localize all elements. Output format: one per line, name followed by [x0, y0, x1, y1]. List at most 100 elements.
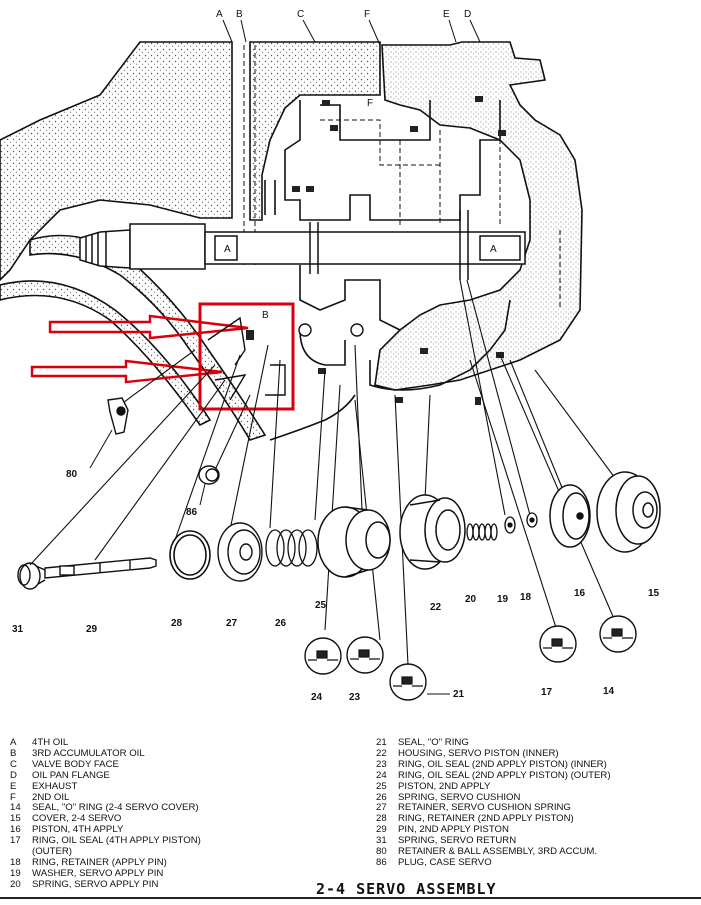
callout-a: A — [216, 9, 223, 20]
legend-entry: (OUTER) — [10, 846, 201, 858]
legend-text: SPRING, SERVO CUSHION — [398, 791, 521, 803]
legend-key: 23 — [376, 758, 387, 770]
legend-key: 31 — [376, 835, 387, 847]
part-26-cushion-spring — [265, 529, 318, 567]
legend-text: 4TH OIL — [32, 737, 69, 748]
legend-entry: 17 RING, OIL SEAL (4TH APPLY PISTON) — [10, 835, 201, 847]
legend-key: 20 — [10, 878, 21, 890]
legend-key: 19 — [10, 867, 21, 879]
legend-text: WASHER, SERVO APPLY PIN — [32, 867, 164, 879]
part-number-15: 15 — [648, 588, 660, 599]
callout-e: E — [443, 9, 450, 20]
part-number-18: 18 — [520, 592, 532, 603]
legend-key: A — [10, 737, 17, 748]
callout-f-passage: F — [367, 98, 373, 109]
highlight-annotation — [30, 302, 295, 411]
legend-text: RING, RETAINER (APPLY PIN) — [32, 856, 167, 868]
legend-text: RING, OIL SEAL (2ND APPLY PISTON) (OUTER… — [398, 769, 611, 781]
legend-key: C — [10, 758, 17, 770]
part-80-retainer-ball — [107, 397, 129, 435]
legend-text: VALVE BODY FACE — [32, 758, 119, 770]
legend-text: SEAL, "O" RING — [398, 737, 469, 748]
servo-bore — [264, 100, 511, 441]
legend-text: SPRING, SERVO RETURN — [398, 835, 517, 847]
title-underline — [0, 897, 701, 899]
legend-entry: B 3RD ACCUMULATOR OIL — [10, 747, 201, 760]
legend-text: COVER, 2-4 SERVO — [32, 813, 122, 825]
part-number-23: 23 — [349, 692, 361, 703]
legend-key: 86 — [376, 856, 387, 868]
arrow-upper — [48, 314, 249, 340]
legend-key: F — [10, 791, 16, 803]
legend-text: PISTON, 4TH APPLY — [32, 824, 124, 836]
legend-text: 2ND OIL — [32, 791, 70, 803]
legend-entry: 26 SPRING, SERVO CUSHION — [376, 791, 611, 804]
legend-entry: A 4TH OIL — [10, 737, 201, 749]
part-86-case-plug — [198, 465, 220, 485]
part-number-24: 24 — [311, 692, 323, 703]
part-number-25: 25 — [315, 600, 327, 611]
legend-text: PISTON, 2ND APPLY — [398, 780, 491, 792]
part-number-29: 29 — [86, 624, 98, 635]
part-number-21: 21 — [453, 689, 465, 700]
part-16-fourth-apply-piston — [549, 484, 591, 548]
callout-b-bore: B — [262, 310, 269, 321]
legend-text: 3RD ACCUMULATOR OIL — [32, 747, 145, 759]
part-15-servo-cover — [596, 471, 661, 553]
legend-key: 26 — [376, 791, 387, 803]
part-25-second-apply-piston — [317, 506, 391, 578]
legend-text: RING, RETAINER (2ND APPLY PISTON) — [398, 813, 574, 825]
legend-entry: C VALVE BODY FACE — [10, 758, 201, 771]
legend-key: 21 — [376, 737, 387, 748]
arrow-lower — [30, 359, 223, 384]
legend-text: RING, OIL SEAL (4TH APPLY PISTON) — [32, 835, 201, 847]
legend-key: 16 — [10, 824, 21, 836]
callout-f: F — [364, 9, 370, 20]
part-31-return-spring — [17, 562, 46, 590]
callout-d: D — [464, 9, 471, 20]
legend-text: EXHAUST — [32, 780, 78, 792]
part-29-apply-pin — [44, 557, 157, 579]
part-number-22: 22 — [430, 602, 442, 613]
legend-key: 25 — [376, 780, 387, 792]
legend-key: D — [10, 769, 17, 781]
callout-a-shaft-right: A — [490, 244, 497, 255]
part-20-apply-pin-spring — [466, 523, 498, 541]
legend-entry: 31 SPRING, SERVO RETURN — [376, 835, 611, 847]
seal-details — [304, 615, 637, 701]
part-27-spring-retainer — [217, 522, 263, 582]
legend-entry: 19 WASHER, SERVO APPLY PIN — [10, 867, 201, 880]
legend-text: HOUSING, SERVO PISTON (INNER) — [398, 747, 559, 759]
callout-c: C — [297, 9, 304, 20]
legend-entry: 25 PISTON, 2ND APPLY — [376, 780, 611, 793]
part-number-28: 28 — [171, 618, 183, 629]
part-19-washer — [504, 516, 516, 534]
legend-text: (OUTER) — [32, 846, 72, 858]
legend-text: RETAINER, SERVO CUSHION SPRING — [398, 802, 571, 814]
apply-pin-shaft — [79, 210, 526, 280]
legend-key: 17 — [10, 835, 21, 847]
legend-key: 28 — [376, 813, 387, 825]
legend-text: OIL PAN FLANGE — [32, 769, 110, 781]
legend-key: E — [10, 780, 17, 792]
legend-text: RETAINER & BALL ASSEMBLY, 3RD ACCUM. — [398, 846, 598, 858]
part-number-17: 17 — [541, 687, 553, 698]
legend-key: B — [10, 747, 17, 759]
legend-entry: E EXHAUST — [10, 780, 201, 793]
legend-key: 18 — [10, 856, 21, 868]
legend-key: 14 — [10, 802, 21, 814]
highlight-box — [198, 302, 295, 411]
legend-key: 15 — [10, 813, 21, 825]
legend-entry: F 2ND OIL — [10, 791, 201, 804]
figure-title: 2-4 SERVO ASSEMBLY — [316, 880, 497, 898]
part-number-19: 19 — [497, 594, 509, 605]
